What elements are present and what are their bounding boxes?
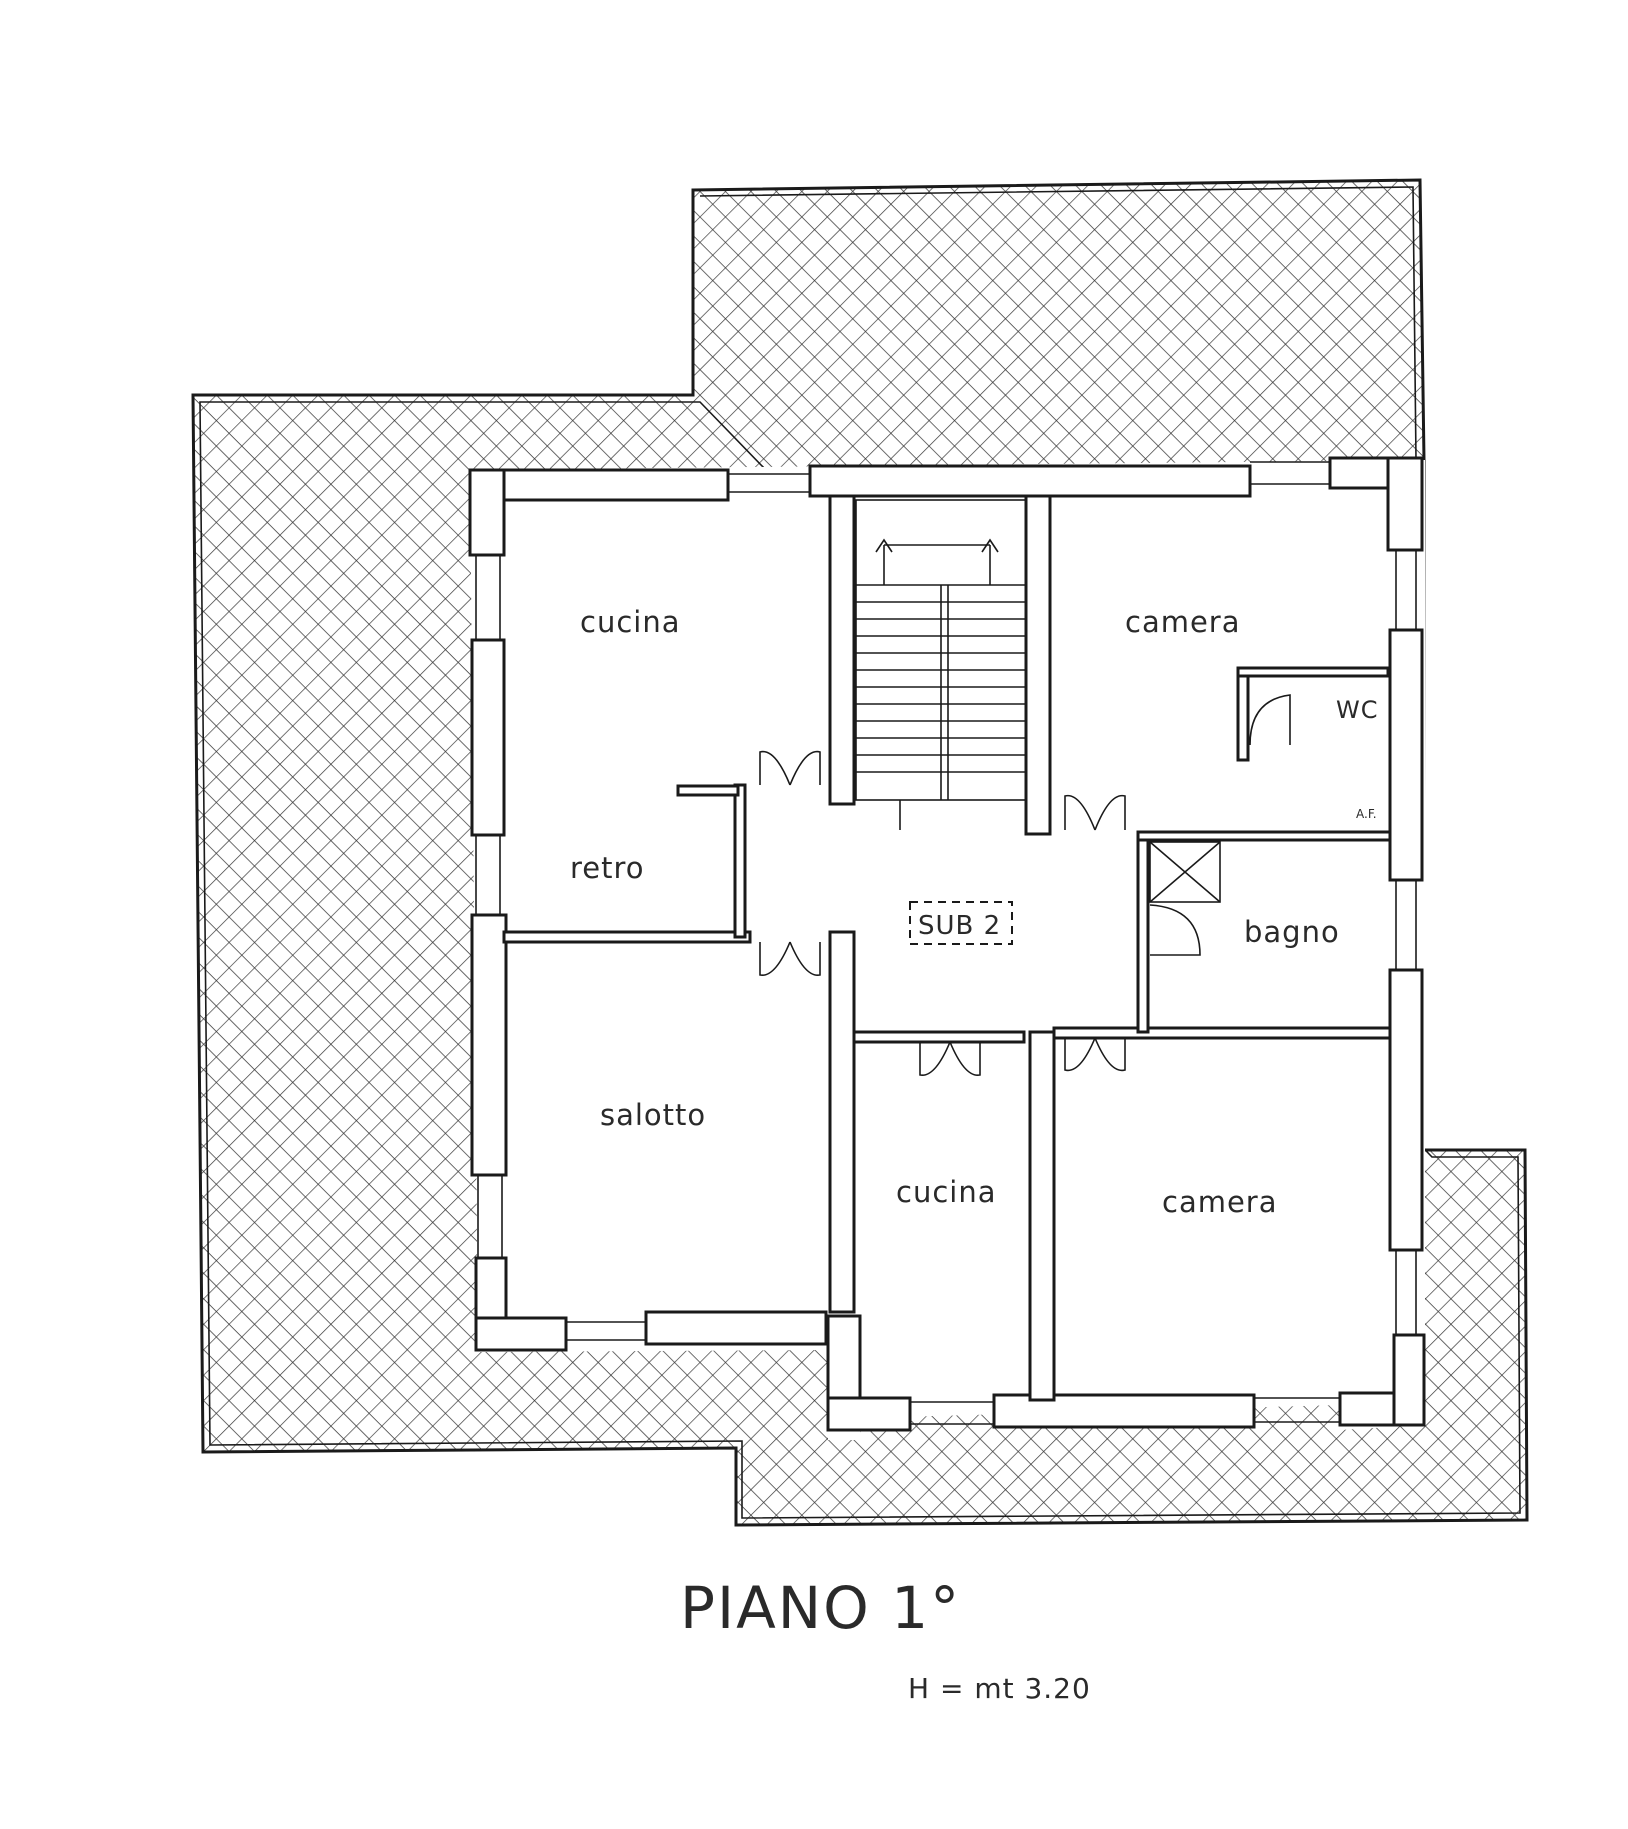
doors: [759, 694, 1291, 1076]
room-label-wc: WC: [1336, 696, 1379, 724]
plan-title: PIANO 1°: [680, 1574, 961, 1642]
room-label-sub: SUB 2: [918, 911, 1001, 941]
room-label-bagno: bagno: [1244, 915, 1340, 949]
shaft-symbol: [1149, 841, 1221, 903]
sub-label-frame: [909, 901, 1013, 945]
room-label-cucina-top: cucina: [580, 605, 680, 639]
interior-walls: [502, 494, 1392, 1402]
terrace-inner-edge: [199, 186, 1521, 1519]
plan-height: H = mt 3.20: [908, 1672, 1091, 1705]
staircase: [855, 499, 1027, 830]
room-label-camera-bottom: camera: [1162, 1185, 1278, 1219]
building-interior: [470, 460, 1425, 1440]
room-label-salotto: salotto: [600, 1098, 706, 1132]
outer-walls: [468, 456, 1426, 1432]
room-label-retro: retro: [570, 851, 645, 885]
room-label-cucina-bottom: cucina: [896, 1175, 996, 1209]
room-label-af: A.F.: [1356, 807, 1377, 821]
windows: [475, 461, 1417, 1425]
room-label-camera-top: camera: [1125, 605, 1241, 639]
